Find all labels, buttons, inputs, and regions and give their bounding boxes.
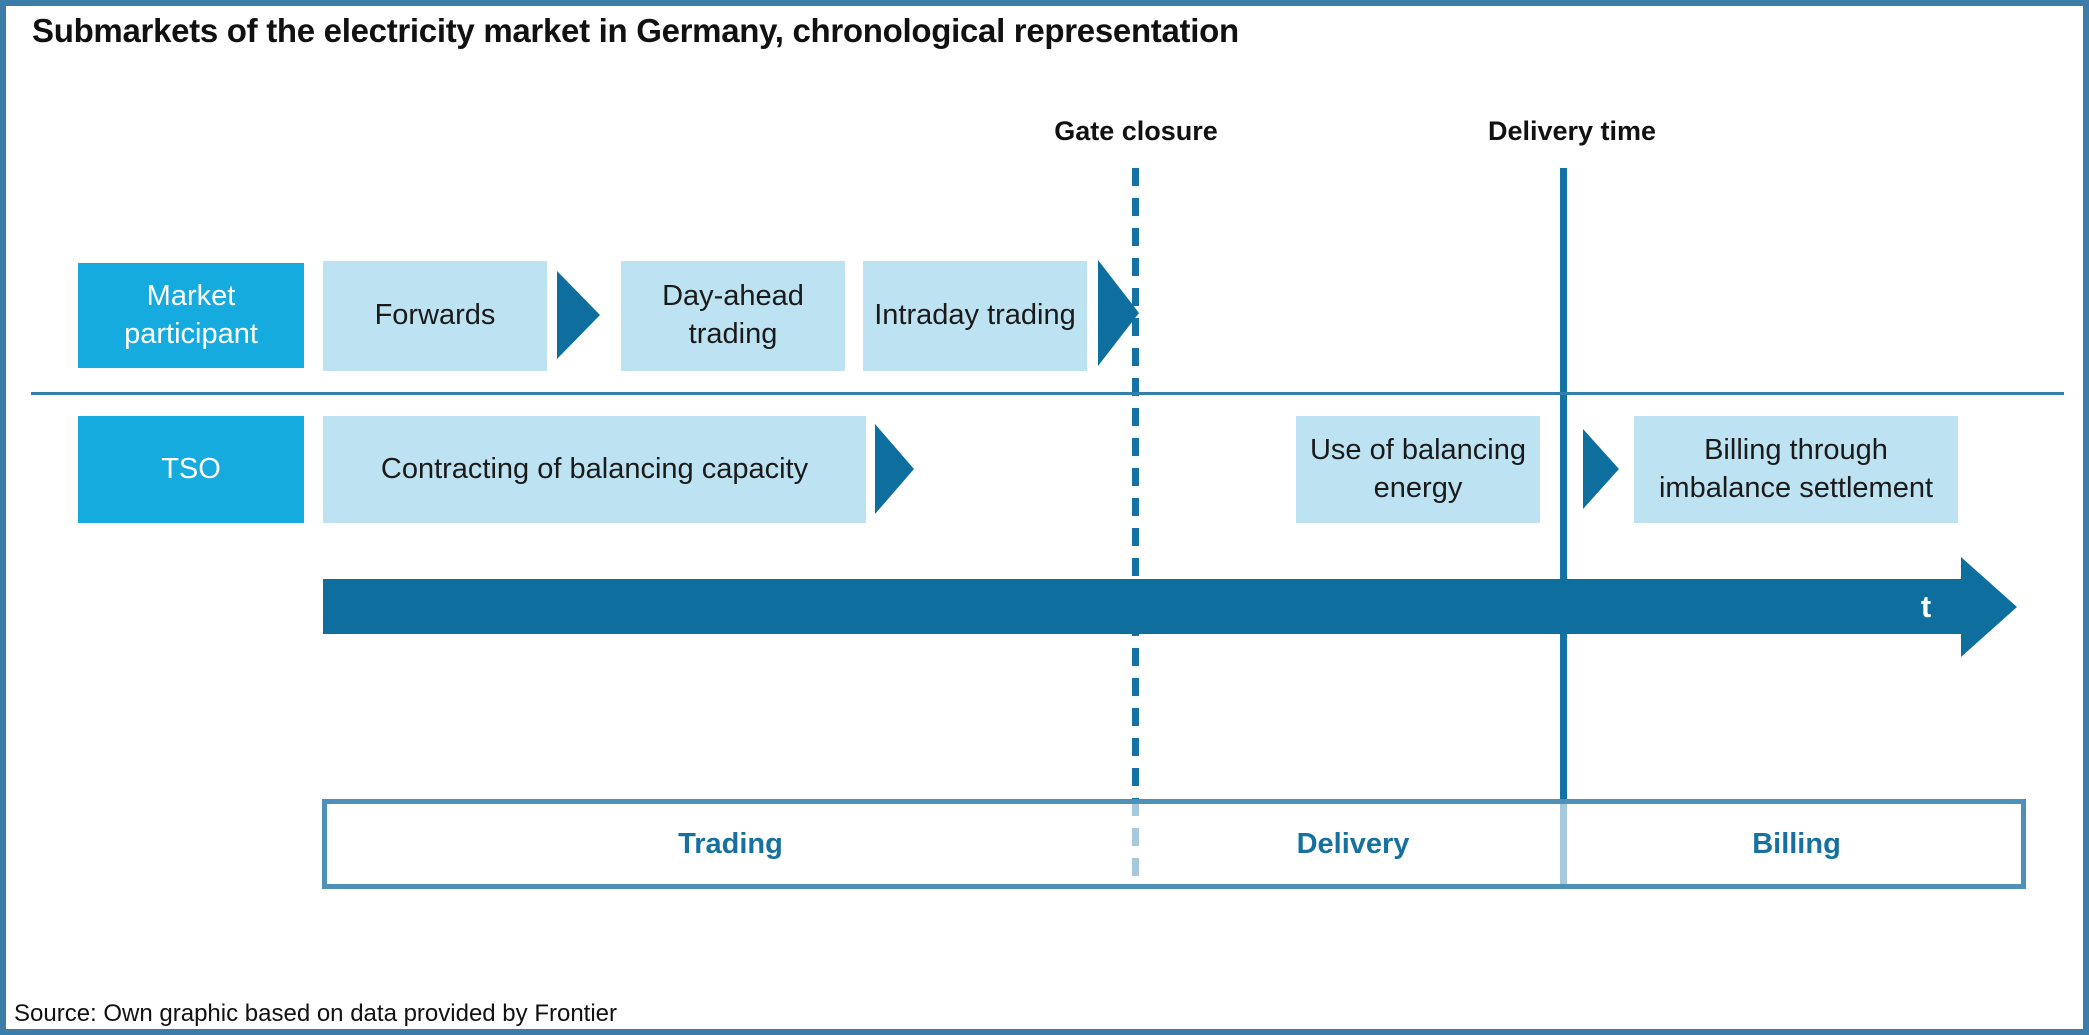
gate-closure-line [1132,168,1139,885]
timeline-arrow [323,579,1961,634]
chevron-right-icon [1098,260,1139,366]
forwards-box: Forwards [323,261,547,371]
gate-closure-label: Gate closure [1054,116,1218,146]
chevron-right-icon [557,271,600,359]
timeline-t-label: t [1920,588,1932,624]
contracting-balancing-capacity-box: Contracting of balancing capacity [323,416,866,523]
use-of-balancing-energy-box: Use of balancing energy [1296,416,1540,523]
tso-box: TSO [78,416,304,523]
source-note: Source: Own graphic based on data provid… [14,1000,618,1027]
phase-band [322,799,2026,889]
timeline-arrowhead-icon [1961,557,2017,657]
market-participant-box: Market participant [78,263,304,368]
intraday-trading-box: Intraday trading [863,261,1087,371]
phase-delivery-label: Delivery [1296,827,1410,860]
delivery-time-label: Delivery time [1487,116,1657,146]
day-ahead-trading-box: Day-ahead trading [621,261,845,371]
chevron-right-icon [1583,429,1619,509]
page-title: Submarkets of the electricity market in … [32,12,1239,49]
delivery-time-line [1560,168,1567,885]
chevron-right-icon [875,424,914,514]
billing-imbalance-settlement-box: Billing through imbalance settlement [1634,416,1958,523]
phase-billing-label: Billing [1752,827,1841,860]
row-divider [31,392,2064,395]
phase-trading-label: Trading [678,827,783,860]
